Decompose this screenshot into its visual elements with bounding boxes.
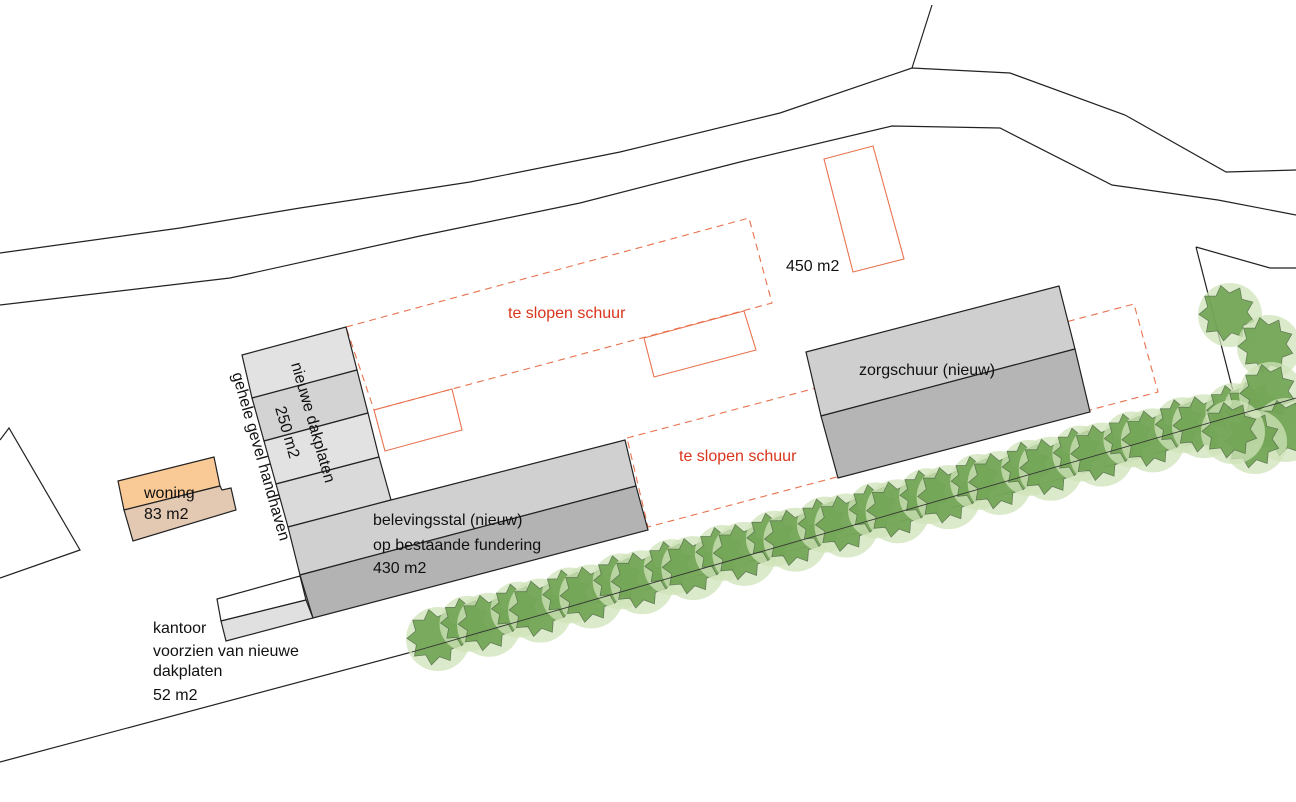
road-lower-edge (0, 125, 1296, 306)
woning-building-bottom (123, 485, 237, 542)
tree-canopy-icon (1237, 315, 1296, 379)
tree-row-axis (411, 397, 1296, 653)
road-upper-edge (0, 67, 1296, 254)
tree-canopy-icon (1201, 400, 1265, 464)
demolish-small-shed-right (643, 310, 757, 378)
woning-label-line2: 83 m2 (144, 506, 189, 523)
tree-row (406, 283, 1296, 671)
belevingsstal-label-line3: 430 m2 (373, 560, 426, 577)
belevingsstal-label-line1: belevingsstal (nieuw) (373, 512, 522, 529)
annex-area-label: 450 m2 (786, 258, 839, 275)
zorgschuur-label: zorgschuur (nieuw) (859, 362, 995, 379)
demolish-annex-outline (823, 145, 905, 273)
kantoor-label-line1: kantoor (153, 620, 207, 637)
road-north-branch (911, 4, 933, 69)
belevingsstal-label-line2: op bestaande fundering (373, 537, 541, 554)
woning-label-line1: woning (143, 485, 195, 502)
demolish-south-label: te slopen schuur (679, 448, 797, 465)
neighbour-plot-west (0, 426, 81, 579)
belevingsstal-roof-south (299, 485, 649, 619)
demolish-north-label: te slopen schuur (508, 305, 626, 322)
belevingsstal-roof-north (287, 439, 637, 576)
kantoor-label-line4: 52 m2 (153, 687, 198, 704)
parcel-east-edge (1195, 246, 1296, 269)
demolish-barn-north-outline (345, 217, 773, 411)
zorgschuur-roof-south (820, 348, 1091, 479)
buildings (117, 285, 1091, 642)
kantoor-label-line2: voorzien van nieuwe (153, 643, 299, 660)
demolish-small-shed-left (373, 388, 463, 452)
kantoor-building-south (220, 599, 314, 642)
kantoor-label-line3: dakplaten (153, 663, 222, 680)
